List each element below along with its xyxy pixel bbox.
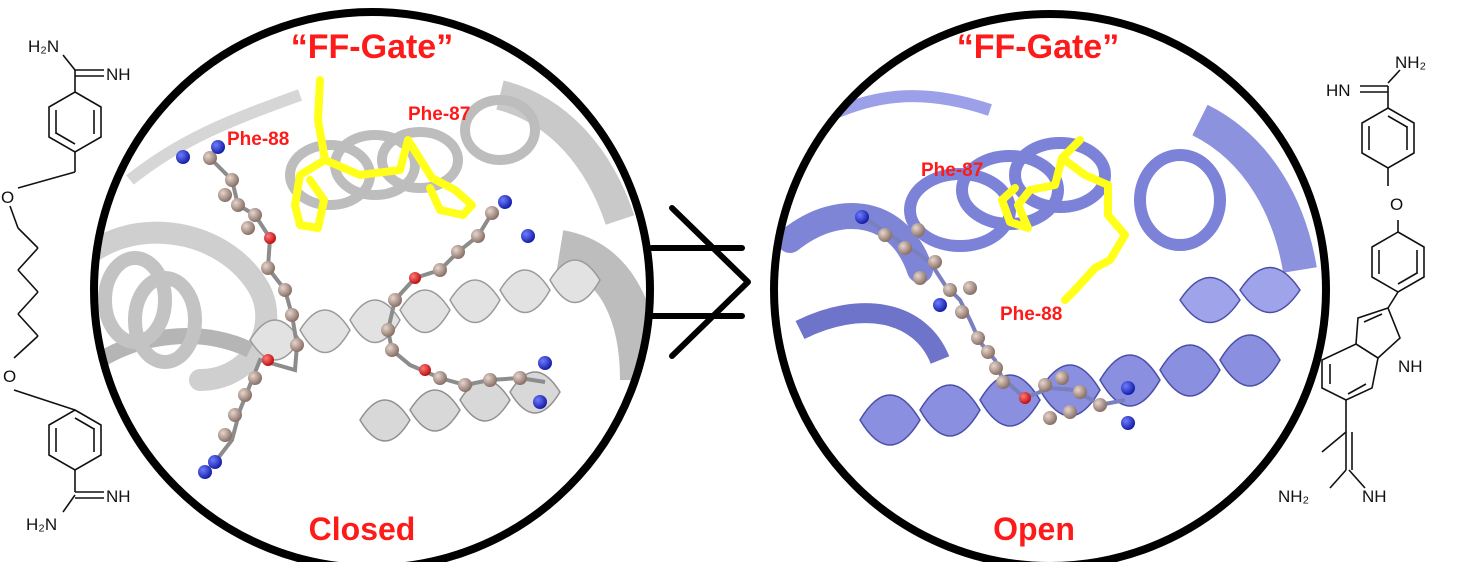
right-top-amine-label: NH₂ (1395, 53, 1426, 72)
right-molecule-structure (1321, 69, 1425, 489)
left-bottom-amine-label: H₂N (26, 515, 57, 534)
left-oxygen-bottom-label: O (3, 367, 16, 386)
closed-ligand-atoms (176, 140, 552, 479)
closed-gate-title: “FF-Gate” (291, 28, 453, 66)
closed-state-label: Closed (309, 511, 416, 547)
closed-phe87-label: Phe-87 (408, 104, 470, 125)
open-phe88-label: Phe-88 (1000, 304, 1062, 325)
closed-panel-border (90, 8, 654, 562)
open-gate-title: “FF-Gate” (957, 28, 1119, 66)
closed-state-panel (90, 8, 654, 562)
left-bottom-imine-label: NH (106, 487, 131, 506)
double-arrow-icon (649, 205, 751, 359)
closed-phe88-label: Phe-88 (227, 129, 289, 150)
left-molecule-structure (9, 54, 104, 513)
right-indole-nh-label: NH (1398, 357, 1423, 376)
open-ligand-atoms (855, 210, 1135, 430)
open-panel-border (770, 10, 1330, 562)
open-phe87-label: Phe-87 (921, 160, 983, 181)
right-top-imine-label: HN (1326, 81, 1351, 100)
open-state-label: Open (993, 511, 1075, 547)
open-state-panel (770, 10, 1330, 562)
left-oxygen-top-label: O (1, 188, 14, 207)
left-top-amine-label: H₂N (28, 37, 59, 56)
closed-panel-background (94, 12, 650, 562)
left-top-imine-label: NH (106, 65, 131, 84)
right-bottom-imine-label: NH (1362, 487, 1387, 506)
right-oxygen-label: O (1390, 195, 1403, 214)
right-bottom-amine-label: NH₂ (1278, 487, 1309, 506)
